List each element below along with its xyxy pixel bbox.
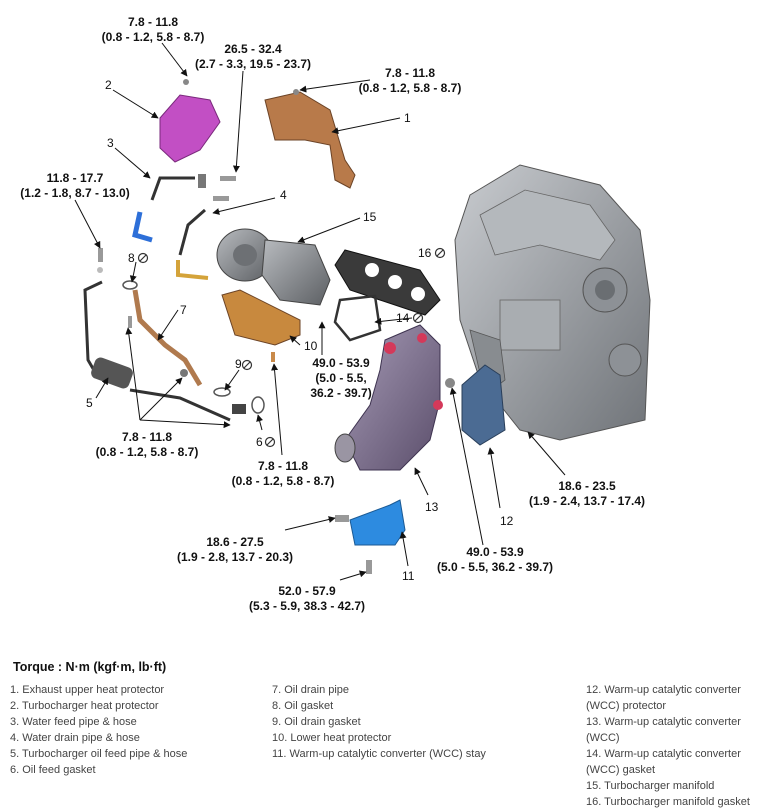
callout-8: 8 <box>128 251 135 265</box>
callout-4: 4 <box>280 188 287 202</box>
legend-item: 10. Lower heat protector <box>272 732 392 744</box>
turbocharger-heat-protector <box>159 79 221 163</box>
legend-item: 15. Turbocharger manifold <box>586 780 715 792</box>
torque-label-8: 18.6 - 23.5(1.9 - 2.4, 13.7 - 17.4) <box>528 479 646 508</box>
bolts-top <box>97 176 236 273</box>
oil-drain-pipe <box>128 289 203 387</box>
callout-14: 14 <box>396 311 410 325</box>
torque-label-4: 11.8 - 17.7(1.2 - 1.8, 8.7 - 13.0) <box>20 171 130 200</box>
legend-item: 5. Turbocharger oil feed pipe & hose <box>10 748 188 760</box>
legend-item: 6. Oil feed gasket <box>10 764 96 776</box>
legend-item: 12. Warm-up catalytic converter (WCC) pr… <box>586 684 741 712</box>
torque-label-9: 18.6 - 27.5(1.9 - 2.8, 13.7 - 20.3) <box>176 535 294 564</box>
exploded-parts-diagram <box>74 42 651 581</box>
callout-6: 6 <box>256 435 263 449</box>
legend-item: 14. Warm-up catalytic converter (WCC) ga… <box>586 748 741 776</box>
torque-label-2: 26.5 - 32.4(2.7 - 3.3, 19.5 - 23.7) <box>194 42 312 71</box>
torque-label-11: 52.0 - 57.9(5.3 - 5.9, 38.3 - 42.7) <box>248 584 366 613</box>
torque-label-10: 49.0 - 53.9(5.0 - 5.5, 36.2 - 39.7) <box>436 545 554 574</box>
legend-item: 1. Exhaust upper heat protector <box>10 684 165 696</box>
torque-label-6: 49.0 - 53.9(5.0 - 5.5,36.2 - 39.7) <box>310 356 372 400</box>
legend-item: 8. Oil gasket <box>272 700 334 712</box>
callout-5: 5 <box>86 396 93 410</box>
torque-label-5: 7.8 - 11.8(0.8 - 1.2, 5.8 - 8.7) <box>95 430 199 459</box>
water-drain-pipe <box>176 208 209 280</box>
callout-13: 13 <box>425 500 439 514</box>
torque-label-3: 7.8 - 11.8(0.8 - 1.2, 5.8 - 8.7) <box>358 66 462 95</box>
lower-heat-protector <box>221 289 301 346</box>
legend-item: 13. Warm-up catalytic converter (WCC) <box>586 716 741 744</box>
callout-15: 15 <box>363 210 377 224</box>
callout-16: 16 <box>418 246 432 260</box>
callout-1: 1 <box>404 111 411 125</box>
warm-up-catalytic-converter <box>334 324 443 471</box>
legend-column-1: 1. Exhaust upper heat protector 2. Turbo… <box>10 682 250 778</box>
callout-10: 10 <box>304 339 318 353</box>
legend-column-3: 12. Warm-up catalytic converter (WCC) pr… <box>586 682 761 810</box>
legend-item: 16. Turbocharger manifold gasket <box>586 796 750 808</box>
callout-11: 11 <box>402 569 415 583</box>
legend-item: 9. Oil drain gasket <box>272 716 361 728</box>
no-reuse-icons <box>137 247 446 448</box>
callout-7: 7 <box>180 303 187 317</box>
leader-lines <box>74 42 566 581</box>
water-feed-pipe <box>132 174 206 243</box>
wcc-stay <box>335 499 406 574</box>
legend-item: 2. Turbocharger heat protector <box>10 700 159 712</box>
wcc-protector <box>445 364 506 446</box>
exhaust-upper-heat-protector <box>264 89 356 189</box>
legend-title: Torque : N·m (kgf·m, lb·ft) <box>13 660 167 674</box>
legend-column-2: 7. Oil drain pipe 8. Oil gasket 9. Oil d… <box>272 682 562 762</box>
turbocharger-manifold-gasket <box>334 249 441 316</box>
engine-block <box>454 164 651 441</box>
torque-label-7: 7.8 - 11.8(0.8 - 1.2, 5.8 - 8.7) <box>231 459 335 488</box>
callout-12: 12 <box>500 514 514 528</box>
torque-label-1: 7.8 - 11.8(0.8 - 1.2, 5.8 - 8.7) <box>101 15 205 44</box>
callout-3: 3 <box>107 136 114 150</box>
callout-2: 2 <box>105 78 112 92</box>
legend-item: 11. Warm-up catalytic converter (WCC) st… <box>272 748 486 760</box>
callout-9: 9 <box>235 357 242 371</box>
legend-item: 7. Oil drain pipe <box>272 684 350 696</box>
wcc-gasket <box>333 294 382 342</box>
turbocharger-manifold <box>216 228 331 306</box>
legend-item: 4. Water drain pipe & hose <box>10 732 140 744</box>
oil-feed-pipe <box>83 280 246 422</box>
legend-item: 3. Water feed pipe & hose <box>10 716 137 728</box>
